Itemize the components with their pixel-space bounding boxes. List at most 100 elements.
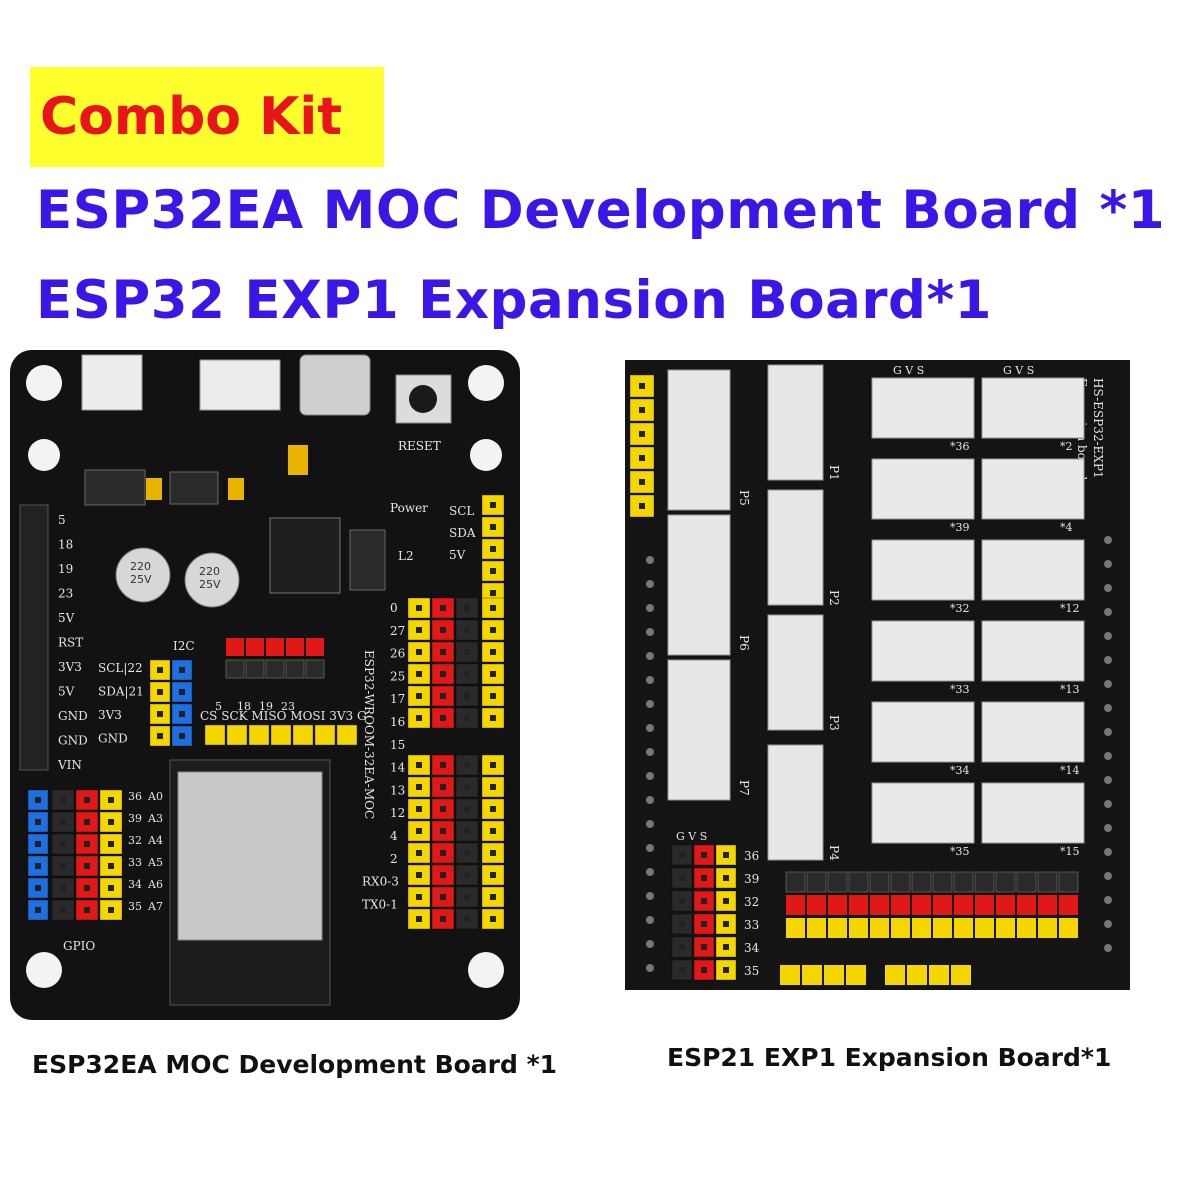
rail-hole	[1104, 656, 1112, 664]
gpio-pin-yellow-hole	[416, 693, 422, 699]
row-pin-yellow	[870, 918, 889, 938]
rail-hole	[646, 892, 654, 900]
bottom-pin-yellow-hole	[723, 944, 729, 950]
rail-hole	[646, 556, 654, 564]
port-label: P4	[827, 845, 841, 861]
port-label: P6	[737, 635, 751, 651]
gpio-pin-yellow-hole	[416, 916, 422, 922]
bottom-pin-label: 32	[744, 895, 759, 909]
gvs-label: G V S	[1003, 364, 1034, 377]
right-gpio-label: 16	[390, 715, 405, 729]
esp32-shield-can	[177, 771, 323, 941]
rail-hole	[1104, 776, 1112, 784]
row-pin-red	[1017, 895, 1036, 915]
row-pin-black	[848, 871, 869, 893]
right-gpio-label: RX0-3	[362, 875, 399, 889]
power-pin-red	[306, 638, 324, 656]
bottom-gpio-label: 39	[128, 812, 142, 825]
power-pin-red	[246, 638, 264, 656]
right-gpio-label: 14	[390, 761, 406, 775]
right-gpio-label: 12	[390, 806, 405, 820]
servo-label-right: *13	[1060, 683, 1080, 696]
gpio-pin-yellow-long-hole	[490, 649, 496, 655]
gpio-pin-yellow-long-hole	[490, 916, 496, 922]
i2c-pin-yellow-hole	[157, 733, 163, 739]
gpio-pin-red-hole	[440, 627, 446, 633]
cap-voltage: 25V	[130, 573, 152, 586]
gpio-label: GPIO	[63, 939, 95, 953]
row-pin-yellow	[933, 918, 952, 938]
gpio-pin-yellow-long-hole	[490, 605, 496, 611]
gpio-pin-yellow-hole	[416, 850, 422, 856]
left-header-pin-label: GND	[58, 734, 88, 748]
right-gpio-label: 26	[390, 647, 405, 661]
gpio-pin-yellow-long-hole	[490, 762, 496, 768]
row-pin-yellow	[1038, 918, 1057, 938]
row-pin-yellow	[786, 918, 805, 938]
reset-label: RESET	[398, 439, 441, 453]
gpio-pin-yellow-hole	[416, 649, 422, 655]
bottom-pin-black-hole	[679, 875, 685, 881]
power-pin-red	[266, 638, 284, 656]
rail-hole	[1104, 896, 1112, 904]
gpio-pin-black-hole	[464, 850, 470, 856]
power-pin-black	[245, 659, 265, 679]
rail-hole	[1104, 872, 1112, 880]
power-pin-black	[285, 659, 305, 679]
gpio-pin-black-hole	[60, 885, 66, 891]
rail-hole	[646, 676, 654, 684]
right-top-pin-hole	[490, 524, 496, 530]
rail-hole	[646, 820, 654, 828]
uart-row-pin	[907, 965, 927, 985]
caption-expansion-board: ESP21 EXP1 Expansion Board*1	[667, 1043, 1112, 1072]
i2c-pin-blue-hole	[179, 689, 185, 695]
spi-pin-number: 5	[215, 700, 222, 713]
right-gpio-label: 25	[390, 669, 405, 683]
rail-hole	[1104, 752, 1112, 760]
mount-hole	[28, 439, 60, 471]
row-pin-black	[785, 871, 806, 893]
servo-connector	[981, 377, 1085, 439]
i2c-pin-yellow-hole	[157, 667, 163, 673]
row-pin-black	[806, 871, 827, 893]
spi-pin-yellow	[270, 724, 292, 746]
mount-hole	[470, 439, 502, 471]
i2c-pin-yellow-hole	[157, 711, 163, 717]
gpio-pin-black-hole	[464, 784, 470, 790]
right-top-label: SCL	[449, 504, 474, 518]
gpio-pin-red-hole	[440, 762, 446, 768]
servo-label-right: *4	[1060, 521, 1073, 534]
bottom-gpio-alias: A7	[147, 900, 163, 913]
gpio-pin-red-hole	[84, 907, 90, 913]
cap-value: 220	[199, 565, 220, 578]
servo-label-right: *14	[1060, 764, 1080, 777]
gpio-pin-black-hole	[464, 762, 470, 768]
electrolytic-capacitor	[184, 552, 240, 608]
bottom-gpio-alias: A6	[147, 878, 163, 891]
servo-connector	[871, 701, 975, 763]
gpio-pin-yellow-hole	[416, 828, 422, 834]
l2-led-label: L2	[398, 549, 414, 563]
servo-connector	[871, 620, 975, 682]
right-gpio-label: TX0-1	[362, 897, 398, 911]
heading-expansion-board: ESP32 EXP1 Expansion Board*1	[36, 270, 993, 331]
i2c-pin-blue-hole	[179, 733, 185, 739]
servo-connector	[871, 539, 975, 601]
uart-row-pin	[929, 965, 949, 985]
power-pin-black	[305, 659, 325, 679]
i2c-pin-blue-hole	[179, 667, 185, 673]
gpio-pin-yellow-hole	[108, 863, 114, 869]
port-label: P7	[737, 780, 751, 796]
i2c-label: I2C	[173, 639, 195, 653]
rail-hole	[646, 628, 654, 636]
row-pin-red	[870, 895, 889, 915]
row-pin-red	[912, 895, 931, 915]
servo-label-left: *33	[950, 683, 970, 696]
row-pin-red	[933, 895, 952, 915]
rail-hole	[646, 604, 654, 612]
spi-pin-yellow	[314, 724, 336, 746]
inductor	[288, 445, 308, 475]
servo-label-right: *2	[1060, 440, 1073, 453]
servo-label-right: *12	[1060, 602, 1080, 615]
row-pin-black	[827, 871, 848, 893]
